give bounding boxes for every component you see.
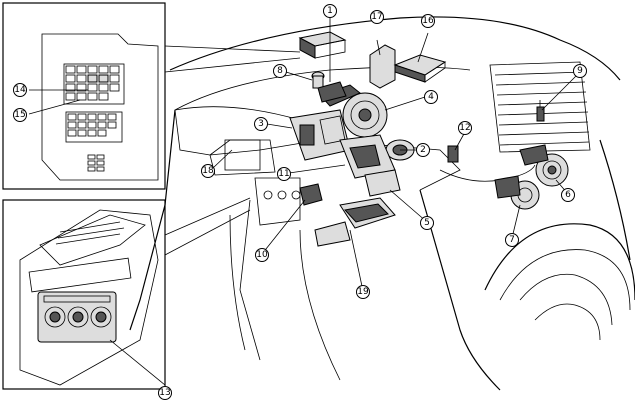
callout-12: 12 <box>458 121 472 135</box>
fuse-box-part <box>298 31 347 59</box>
svg-text:5: 5 <box>424 218 430 228</box>
duct-19 <box>314 197 396 247</box>
module-17 <box>369 44 396 89</box>
part-10 <box>299 183 323 206</box>
climate-panel-inset <box>2 199 166 390</box>
callout-4: 4 <box>424 90 438 104</box>
callout-14: 14 <box>13 83 27 97</box>
callout-2: 2 <box>416 143 430 157</box>
callout-16: 16 <box>421 14 435 28</box>
svg-text:1: 1 <box>327 6 333 16</box>
callout-6: 6 <box>561 188 575 202</box>
callout-9: 9 <box>573 64 587 78</box>
fuse-cluster-lower <box>65 111 123 143</box>
inset-link-line-top <box>164 45 301 53</box>
evaporator-11 <box>339 134 396 179</box>
svg-text:13: 13 <box>159 388 170 398</box>
callout-18: 18 <box>201 164 215 178</box>
svg-text:6: 6 <box>565 190 571 200</box>
svg-text:16: 16 <box>422 16 434 26</box>
part-5 <box>364 169 401 197</box>
svg-text:3: 3 <box>258 119 264 129</box>
svg-text:9: 9 <box>577 66 583 76</box>
svg-text:18: 18 <box>202 166 214 176</box>
callout-13: 13 <box>158 386 172 400</box>
part-1 <box>317 81 347 103</box>
callout-11: 11 <box>277 167 291 181</box>
svg-text:17: 17 <box>371 12 382 22</box>
part-7 <box>494 175 540 210</box>
svg-text:7: 7 <box>509 235 515 245</box>
fuse-block-inset <box>2 2 166 190</box>
callout-19: 19 <box>356 285 370 299</box>
condenser <box>489 61 591 153</box>
callout-5: 5 <box>420 216 434 230</box>
fuse-cluster-upper <box>63 63 125 105</box>
part-8 <box>311 71 325 89</box>
callout-8: 8 <box>273 64 287 78</box>
svg-text:4: 4 <box>428 92 434 102</box>
compressor-6 <box>519 144 569 187</box>
callout-15: 15 <box>13 108 27 122</box>
callout-1: 1 <box>323 4 337 18</box>
fuse-cluster-small <box>87 154 105 172</box>
callout-17: 17 <box>370 10 384 24</box>
svg-text:12: 12 <box>459 123 470 133</box>
inset2-link-line-top <box>164 197 251 236</box>
inset2-link-line-bottom <box>164 209 251 256</box>
leader-lines <box>212 17 581 292</box>
heater-unit-3 <box>289 109 351 161</box>
pressure-switch-9 <box>536 100 545 122</box>
callout-7: 7 <box>505 233 519 247</box>
climate-control-unit <box>37 291 117 343</box>
svg-text:8: 8 <box>277 66 283 76</box>
svg-text:11: 11 <box>278 169 289 179</box>
svg-text:2: 2 <box>420 145 426 155</box>
module-16 <box>393 54 447 83</box>
svg-text:15: 15 <box>14 110 25 120</box>
callout-10: 10 <box>255 248 269 262</box>
callout-3: 3 <box>254 117 268 131</box>
svg-text:10: 10 <box>256 250 268 260</box>
svg-text:14: 14 <box>14 85 26 95</box>
inset-link-line-bottom <box>164 57 301 73</box>
svg-text:19: 19 <box>357 287 369 297</box>
